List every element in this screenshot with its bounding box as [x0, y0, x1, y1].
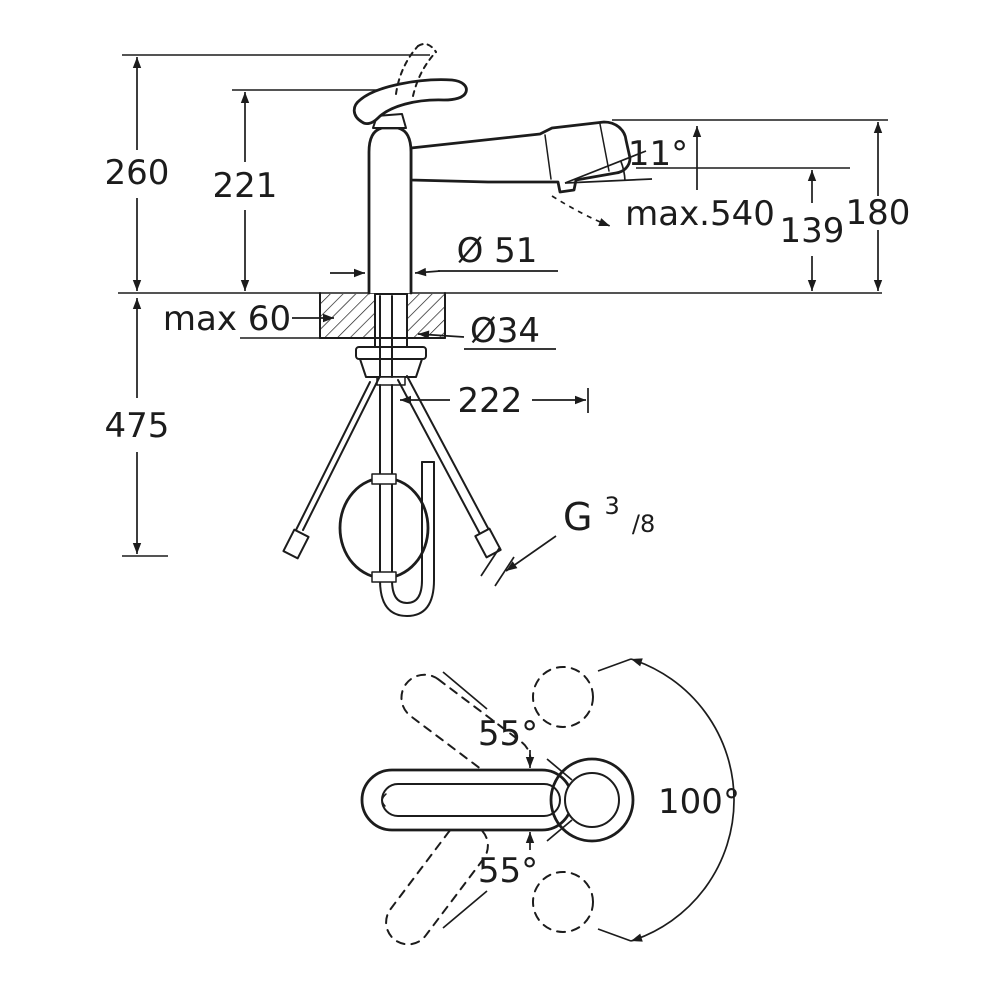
dim-under-counter-length-label: 475: [105, 406, 170, 446]
top-view: 55° 55° 100°: [360, 658, 740, 946]
dim-handle-angle-down-label: 55°: [478, 851, 538, 891]
faucet-silhouette: [352, 43, 632, 295]
under-counter-assembly: [282, 295, 502, 617]
countertop-section: [319, 292, 446, 386]
dim-deck-thickness-label: max 60: [163, 299, 291, 339]
spout-base-inner-circle: [564, 772, 620, 828]
dim-spout-top-height-label: 180: [846, 193, 911, 233]
dim-handle-angle-up-label: 55°: [478, 714, 538, 754]
side-view: 260 221 11° max.540 139 180 Ø 51: [105, 43, 911, 617]
faucet-body: [367, 126, 413, 295]
hose-fitting-right: [474, 527, 502, 559]
angle-construction-lines: [442, 671, 573, 929]
handle-outline: [360, 768, 574, 832]
swivel-arc-dimension: 100°: [597, 658, 740, 942]
supply-hose-left: [293, 381, 371, 535]
hose-fitting-left: [282, 528, 310, 560]
dim-spray-angle-label: 11°: [628, 134, 688, 174]
counter-hatch-left: [321, 294, 375, 338]
grip-end-ghost-lower: [532, 871, 594, 933]
handle-ghost-lower: [385, 822, 489, 946]
dim-swivel-range-label: 100°: [658, 782, 740, 822]
handle-raised-position: [395, 43, 437, 97]
side-view-dimensions: 260 221 11° max.540 139 180 Ø 51: [105, 57, 911, 587]
swivel-arc: [630, 658, 735, 942]
dim-outlet-height-label: 139: [780, 211, 845, 251]
dim-spout-reach-label: 222: [458, 381, 523, 421]
thread-letter: G: [563, 495, 592, 539]
dim-base-diameter-label: Ø 51: [457, 231, 538, 271]
thread-numerator: 3: [605, 492, 620, 520]
dim-overall-height-label: 260: [105, 153, 170, 193]
supply-hose-right: [397, 379, 481, 535]
grip-end-ghost-upper: [532, 666, 594, 728]
dim-hole-diameter-label: Ø34: [470, 311, 540, 351]
spout-and-spray-head: [409, 120, 632, 194]
handle-plan-view: [360, 757, 635, 843]
thread-denominator: /8: [632, 510, 655, 538]
hose-weight: [338, 476, 430, 580]
pullout-direction-arrow: [551, 195, 611, 227]
pullout-hose: [379, 384, 435, 617]
grip-detail: [381, 793, 387, 807]
lever-handle: [352, 78, 468, 126]
counter-hatch-right: [407, 294, 445, 338]
dim-thread-size-label: G 3 /8: [563, 479, 655, 539]
handle-angle-dimensions: 55° 55°: [478, 714, 538, 891]
extension-lines: [118, 54, 888, 557]
dim-handle-height-label: 221: [213, 166, 278, 206]
dim-hose-extension-label: max.540: [625, 194, 775, 234]
